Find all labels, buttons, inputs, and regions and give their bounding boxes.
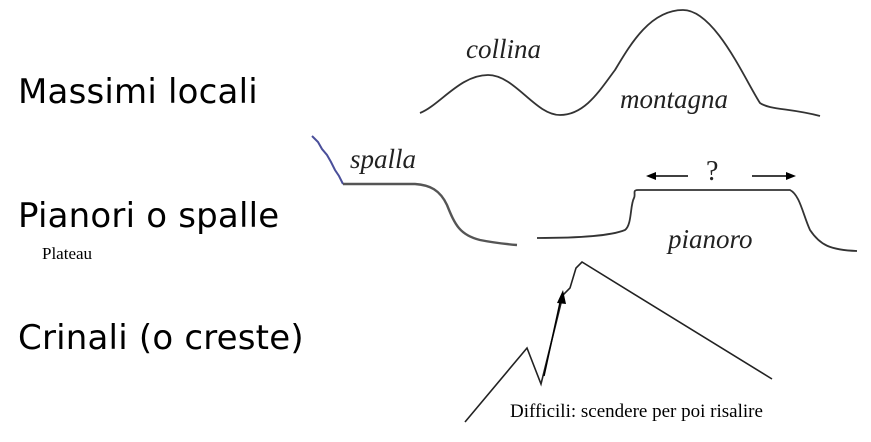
shoulder-handdrawn-slope — [311, 135, 344, 185]
ridge-arrow-line — [543, 297, 562, 377]
question-mark-label: ? — [706, 156, 719, 187]
heading-local-maxima: Massimi locali — [18, 72, 258, 112]
hill-label: collina — [466, 34, 541, 64]
shoulder-label: spalla — [350, 144, 417, 174]
left-arrowhead-icon — [646, 172, 656, 180]
ridge-arrowhead-icon — [557, 290, 566, 304]
ridge-curve — [464, 260, 773, 423]
plateau-label: pianoro — [668, 224, 753, 254]
heading-plateaus: Pianori o spalle — [18, 196, 280, 236]
shoulder-curve — [343, 182, 518, 247]
heading-ridges: Crinali (o creste) — [18, 318, 304, 358]
mountain-label: montagna — [620, 84, 728, 114]
plateau-curve — [536, 189, 858, 252]
ridge-caption: Difficili: scendere per poi risalire — [510, 401, 763, 422]
hill-mountain-curve — [419, 9, 821, 117]
plateau-subtitle: Plateau — [42, 244, 93, 263]
right-arrowhead-icon — [786, 172, 796, 180]
